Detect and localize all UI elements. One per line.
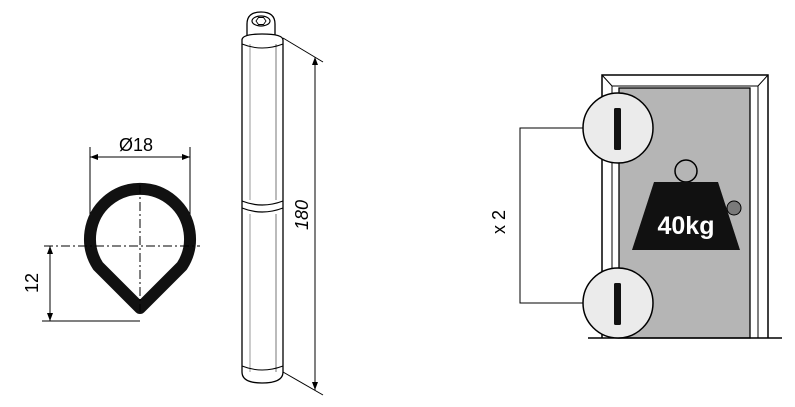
- hinge-top-ring: [241, 43, 284, 49]
- hinge-count-label: x 2: [489, 210, 509, 234]
- lower-hinge-pin-icon: [614, 283, 621, 325]
- length-label: 180: [292, 200, 312, 230]
- hinge-length-arrow-bottom: [312, 382, 318, 390]
- hinge-bottom-ring: [241, 365, 284, 371]
- hinge-pin: 180: [241, 11, 324, 396]
- weight-handle-icon: [674, 159, 698, 183]
- hinge-joint-lower: [241, 207, 284, 213]
- hex-socket-icon: [251, 15, 271, 27]
- hinge-length-ext-top: [282, 37, 324, 63]
- door-frame-miter-right: [757, 74, 769, 87]
- door-knob-icon: [726, 200, 742, 216]
- door-frame-inner: [611, 85, 759, 338]
- diameter-label: Ø18: [119, 135, 153, 155]
- hinge-length-ext-bottom: [282, 371, 324, 396]
- hinge-joint-upper: [241, 200, 284, 206]
- hinge-body: [241, 33, 284, 384]
- weight-icon: [632, 182, 740, 250]
- door-illustration: x 2 40kg: [489, 74, 782, 339]
- profile-height-arrow-bottom: [47, 313, 53, 321]
- profile-height-arrow-top: [47, 246, 53, 254]
- upper-hinge-pin-icon: [614, 108, 621, 150]
- door-frame-outer: [601, 74, 769, 338]
- height-label: 12: [22, 273, 42, 293]
- hinge-count-bracket: [519, 127, 583, 304]
- door-frame-miter-left: [601, 74, 613, 87]
- hinge-length-arrow-top: [312, 57, 318, 65]
- profile-section: Ø18 12: [22, 135, 200, 322]
- hex-socket-inner: [255, 17, 267, 25]
- profile-width-arrow-left: [90, 154, 98, 160]
- profile-width-arrow-right: [182, 154, 190, 160]
- weight-label: 40kg: [658, 212, 715, 240]
